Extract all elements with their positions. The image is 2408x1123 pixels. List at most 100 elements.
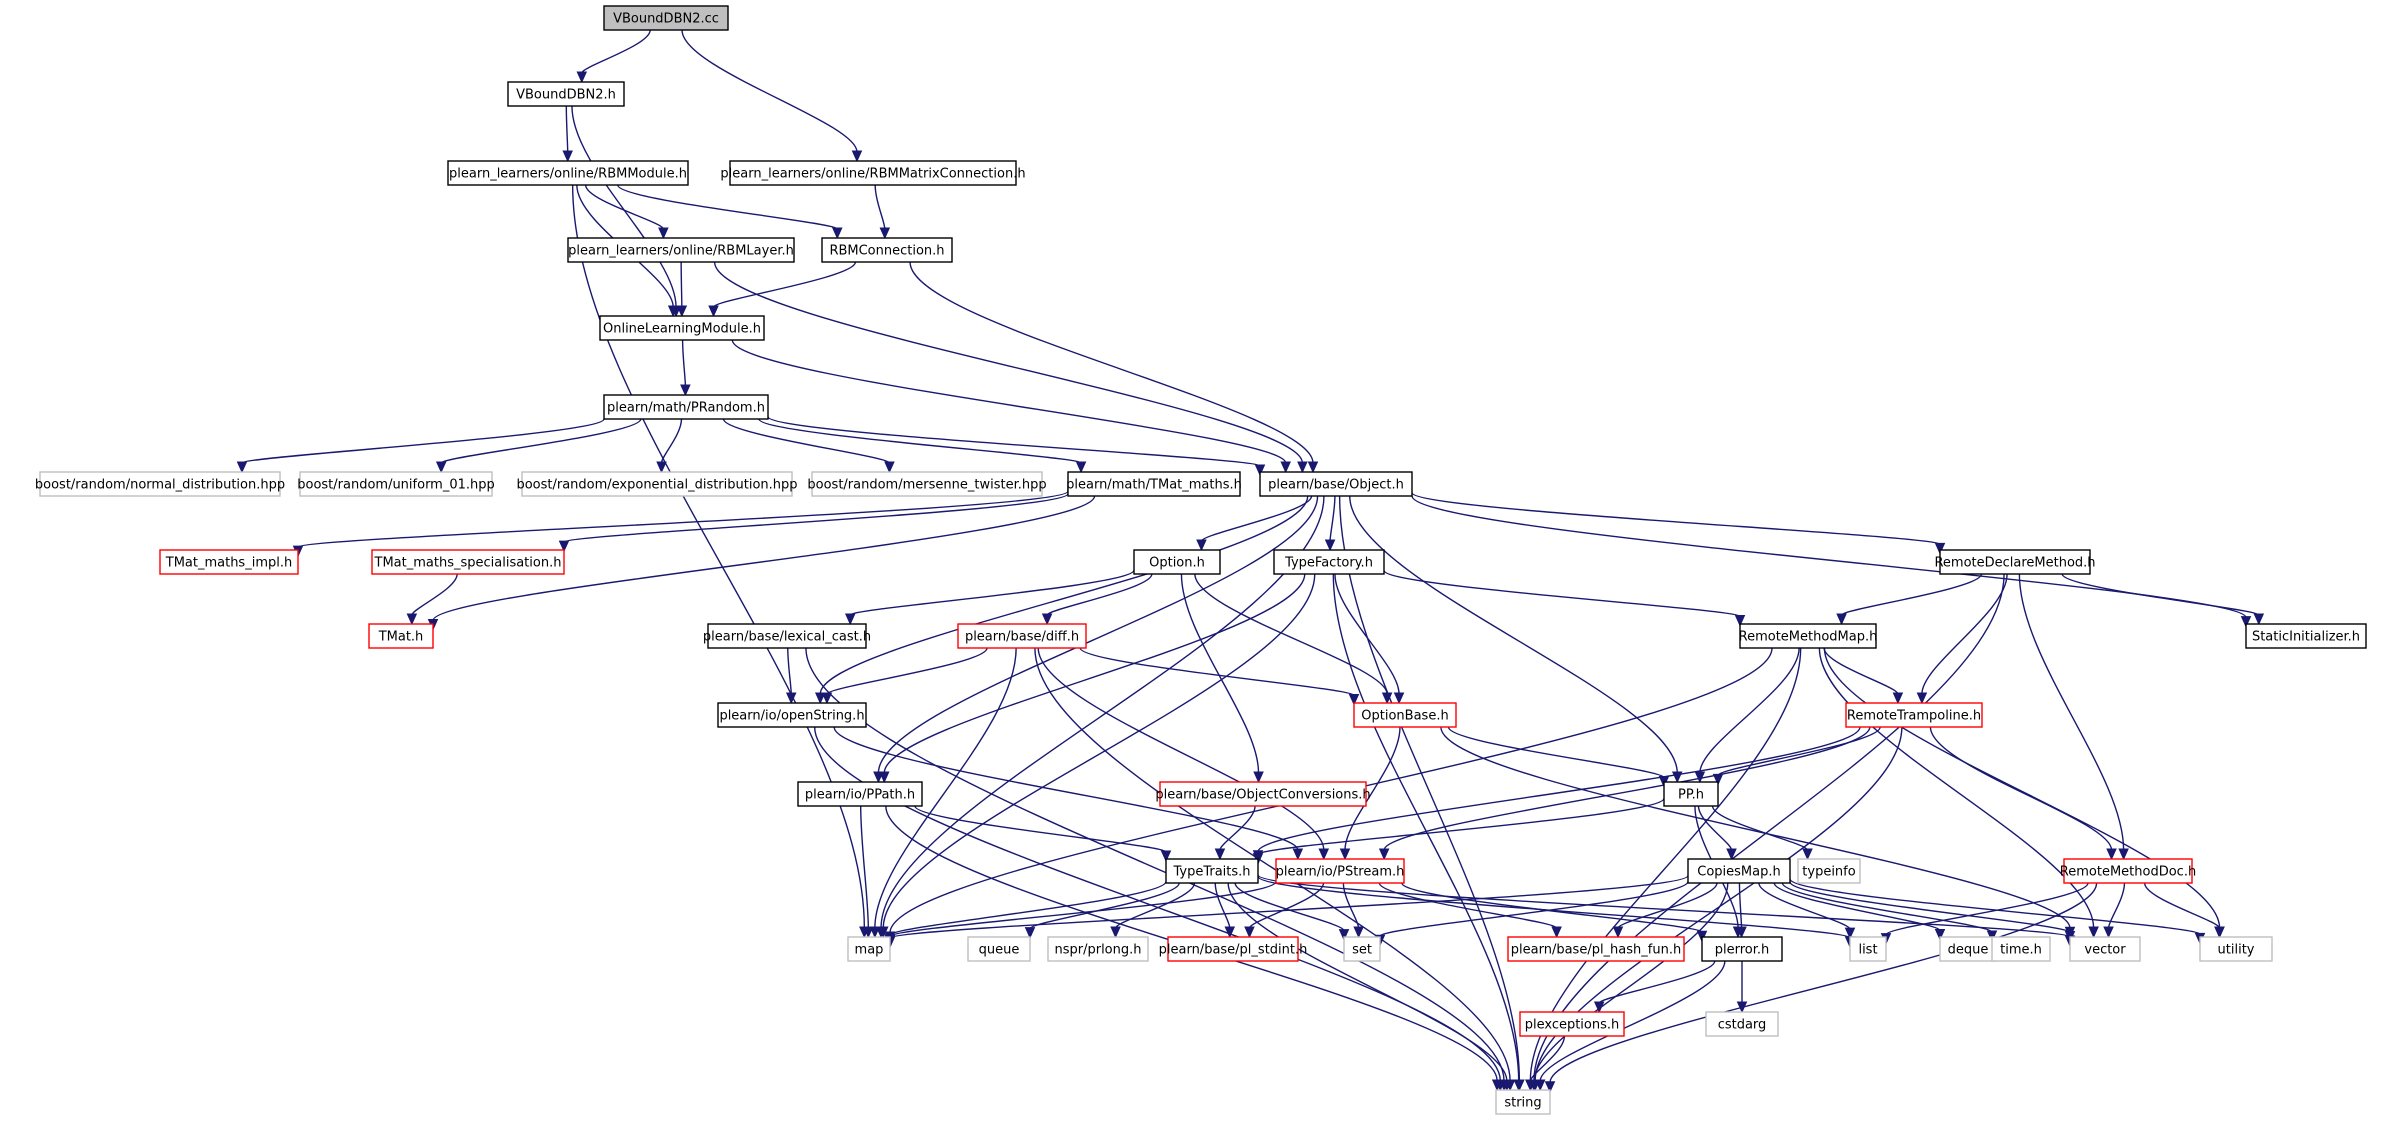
node-plearn-math-tmat-maths-h[interactable]: plearn/math/TMat_maths.h <box>1066 471 1242 497</box>
node-plearn-base-pl-stdint-h[interactable]: plearn/base/pl_stdint.h <box>1159 936 1308 962</box>
node-onlinelearningmodule-h[interactable]: OnlineLearningModule.h <box>599 315 765 341</box>
dependency-edge <box>1736 960 1748 1014</box>
node-box <box>821 237 953 263</box>
node-box <box>2245 623 2367 649</box>
node-copiesmap-h[interactable]: CopiesMap.h <box>1687 858 1791 884</box>
node-plearn-base-object-h[interactable]: plearn/base/Object.h <box>1259 471 1413 497</box>
edge-arrowhead <box>1353 926 1364 939</box>
edge-line <box>1789 878 2201 936</box>
edge-line <box>877 495 1319 774</box>
edge-arrowhead <box>863 926 874 939</box>
node-plearn-base-pl-hash-fun-h[interactable]: plearn/base/pl_hash_fun.h <box>1507 936 1685 962</box>
dependency-edge <box>680 339 691 397</box>
node-label: list <box>1858 943 1877 958</box>
edge-line <box>571 105 677 308</box>
node-utility: utility <box>2199 936 2273 962</box>
node-label: set <box>1352 943 1372 958</box>
node-optionbase-h[interactable]: OptionBase.h <box>1353 702 1457 728</box>
edge-arrowhead <box>1736 1001 1748 1014</box>
edge-arrowhead <box>656 461 667 474</box>
node-pp-h[interactable]: PP.h <box>1663 781 1719 807</box>
node-plearn-io-openstring-h[interactable]: plearn/io/openString.h <box>717 702 867 728</box>
node-string: string <box>1495 1089 1551 1115</box>
node-label: cstdarg <box>1718 1018 1767 1033</box>
node-option-h[interactable]: Option.h <box>1133 549 1221 575</box>
edge-arrowhead <box>1525 1079 1536 1092</box>
dependency-edge <box>1339 726 1401 861</box>
node-rbmconnection-h[interactable]: RBMConnection.h <box>821 237 953 263</box>
edge-arrowhead <box>406 613 418 626</box>
edge-arrowhead <box>1253 771 1264 784</box>
node-box <box>1519 1011 1625 1037</box>
node-plearn-io-pstream-h[interactable]: plearn/io/PStream.h <box>1275 858 1405 884</box>
node-label: plearn/math/PRandom.h <box>607 401 765 416</box>
edge-line <box>1079 647 1355 697</box>
dependency-edge <box>435 418 642 474</box>
node-plearn-math-prandom-h[interactable]: plearn/math/PRandom.h <box>603 394 769 420</box>
node-staticinitializer-h[interactable]: StaticInitializer.h <box>2245 623 2367 649</box>
node-remotetrampoline-h[interactable]: RemoteTrampoline.h <box>1845 702 1983 728</box>
node-plearn-base-objectconversions-h[interactable]: plearn/base/ObjectConversions.h <box>1155 781 1371 807</box>
dependency-edge <box>844 569 1135 626</box>
dependency-edge <box>1447 726 1670 788</box>
node-plexceptions-h[interactable]: plexceptions.h <box>1519 1011 1625 1037</box>
node-vbounddbn2-cc: VBoundDBN2.cc <box>603 5 729 31</box>
node-typefactory-h[interactable]: TypeFactory.h <box>1273 549 1385 575</box>
edge-arrowhead <box>884 461 895 474</box>
edge-line <box>889 880 1167 936</box>
node-plearn-learners-online-rbmlayer-h[interactable]: plearn_learners/online/RBMLayer.h <box>567 237 795 263</box>
edge-line <box>1046 573 1153 616</box>
dependency-edge <box>814 495 1309 705</box>
node-plearn-learners-online-rbmmodule-h[interactable]: plearn_learners/online/RBMModule.h <box>447 160 689 186</box>
node-label: boost/random/mersenne_twister.hpp <box>807 478 1046 493</box>
node-label: RemoteMethodDoc.h <box>2060 865 2196 880</box>
dependency-edge <box>1378 726 1871 861</box>
node-plerror-h[interactable]: plerror.h <box>1701 936 1783 962</box>
node-box <box>1165 858 1259 884</box>
edge-line <box>571 184 866 929</box>
node-plearn-io-ppath-h[interactable]: plearn/io/PPath.h <box>797 781 923 807</box>
edge-arrowhead <box>1736 926 1747 939</box>
dependency-edge <box>584 184 669 240</box>
edge-arrowhead <box>1110 926 1121 939</box>
edge-line <box>1697 805 1733 851</box>
node-plearn-learners-online-rbmmatrixconnection-h[interactable]: plearn_learners/online/RBMMatrixConnecti… <box>720 160 1026 186</box>
node-time-h: time.h <box>1991 936 2051 962</box>
node-label: vector <box>2084 943 2126 958</box>
edge-arrowhead <box>1551 926 1562 939</box>
dependency-edge <box>1401 882 1708 943</box>
node-tmat-h[interactable]: TMat.h <box>368 623 434 649</box>
edge-line <box>1758 882 1851 930</box>
edge-arrowhead <box>1244 926 1255 939</box>
node-label: OptionBase.h <box>1361 709 1448 724</box>
node-box <box>567 237 795 263</box>
dependency-edge <box>884 880 1277 947</box>
node-label: plearn_learners/online/RBMLayer.h <box>568 244 794 259</box>
node-boost-random-normal-distribution-hpp: boost/random/normal_distribution.hpp <box>35 471 285 497</box>
dependency-edge <box>617 184 843 240</box>
node-typetraits-h[interactable]: TypeTraits.h <box>1165 858 1259 884</box>
node-plearn-base-lexical-cast-h[interactable]: plearn/base/lexical_cast.h <box>703 623 871 649</box>
node-box <box>1167 936 1299 962</box>
node-box <box>507 81 625 107</box>
edge-line <box>1738 882 1743 929</box>
dependency-edge <box>681 29 863 163</box>
node-plearn-base-diff-h[interactable]: plearn/base/diff.h <box>957 623 1087 649</box>
edge-arrowhead <box>1307 461 1319 474</box>
edge-arrowhead <box>1160 850 1172 863</box>
node-remotedeclaremethod-h[interactable]: RemoteDeclareMethod.h <box>1934 549 2096 575</box>
dependency-edge <box>1525 1035 1566 1092</box>
node-remotemethoddoc-h[interactable]: RemoteMethodDoc.h <box>2060 858 2196 884</box>
dependency-edge <box>1773 882 1946 941</box>
dependency-edge <box>1214 882 1236 939</box>
node-remotemethodmap-h[interactable]: RemoteMethodMap.h <box>1739 623 1878 649</box>
dependency-edge <box>1929 726 2117 861</box>
node-tmat-maths-specialisation-h[interactable]: TMat_maths_specialisation.h <box>371 549 565 575</box>
node-vbounddbn2-h[interactable]: VBoundDBN2.h <box>507 81 625 107</box>
edge-arrowhead <box>878 771 890 784</box>
edge-line <box>1329 495 1336 542</box>
dependency-edge <box>1440 726 2076 939</box>
node-tmat-maths-impl-h[interactable]: TMat_maths_impl.h <box>159 549 299 575</box>
edge-line <box>874 184 886 230</box>
